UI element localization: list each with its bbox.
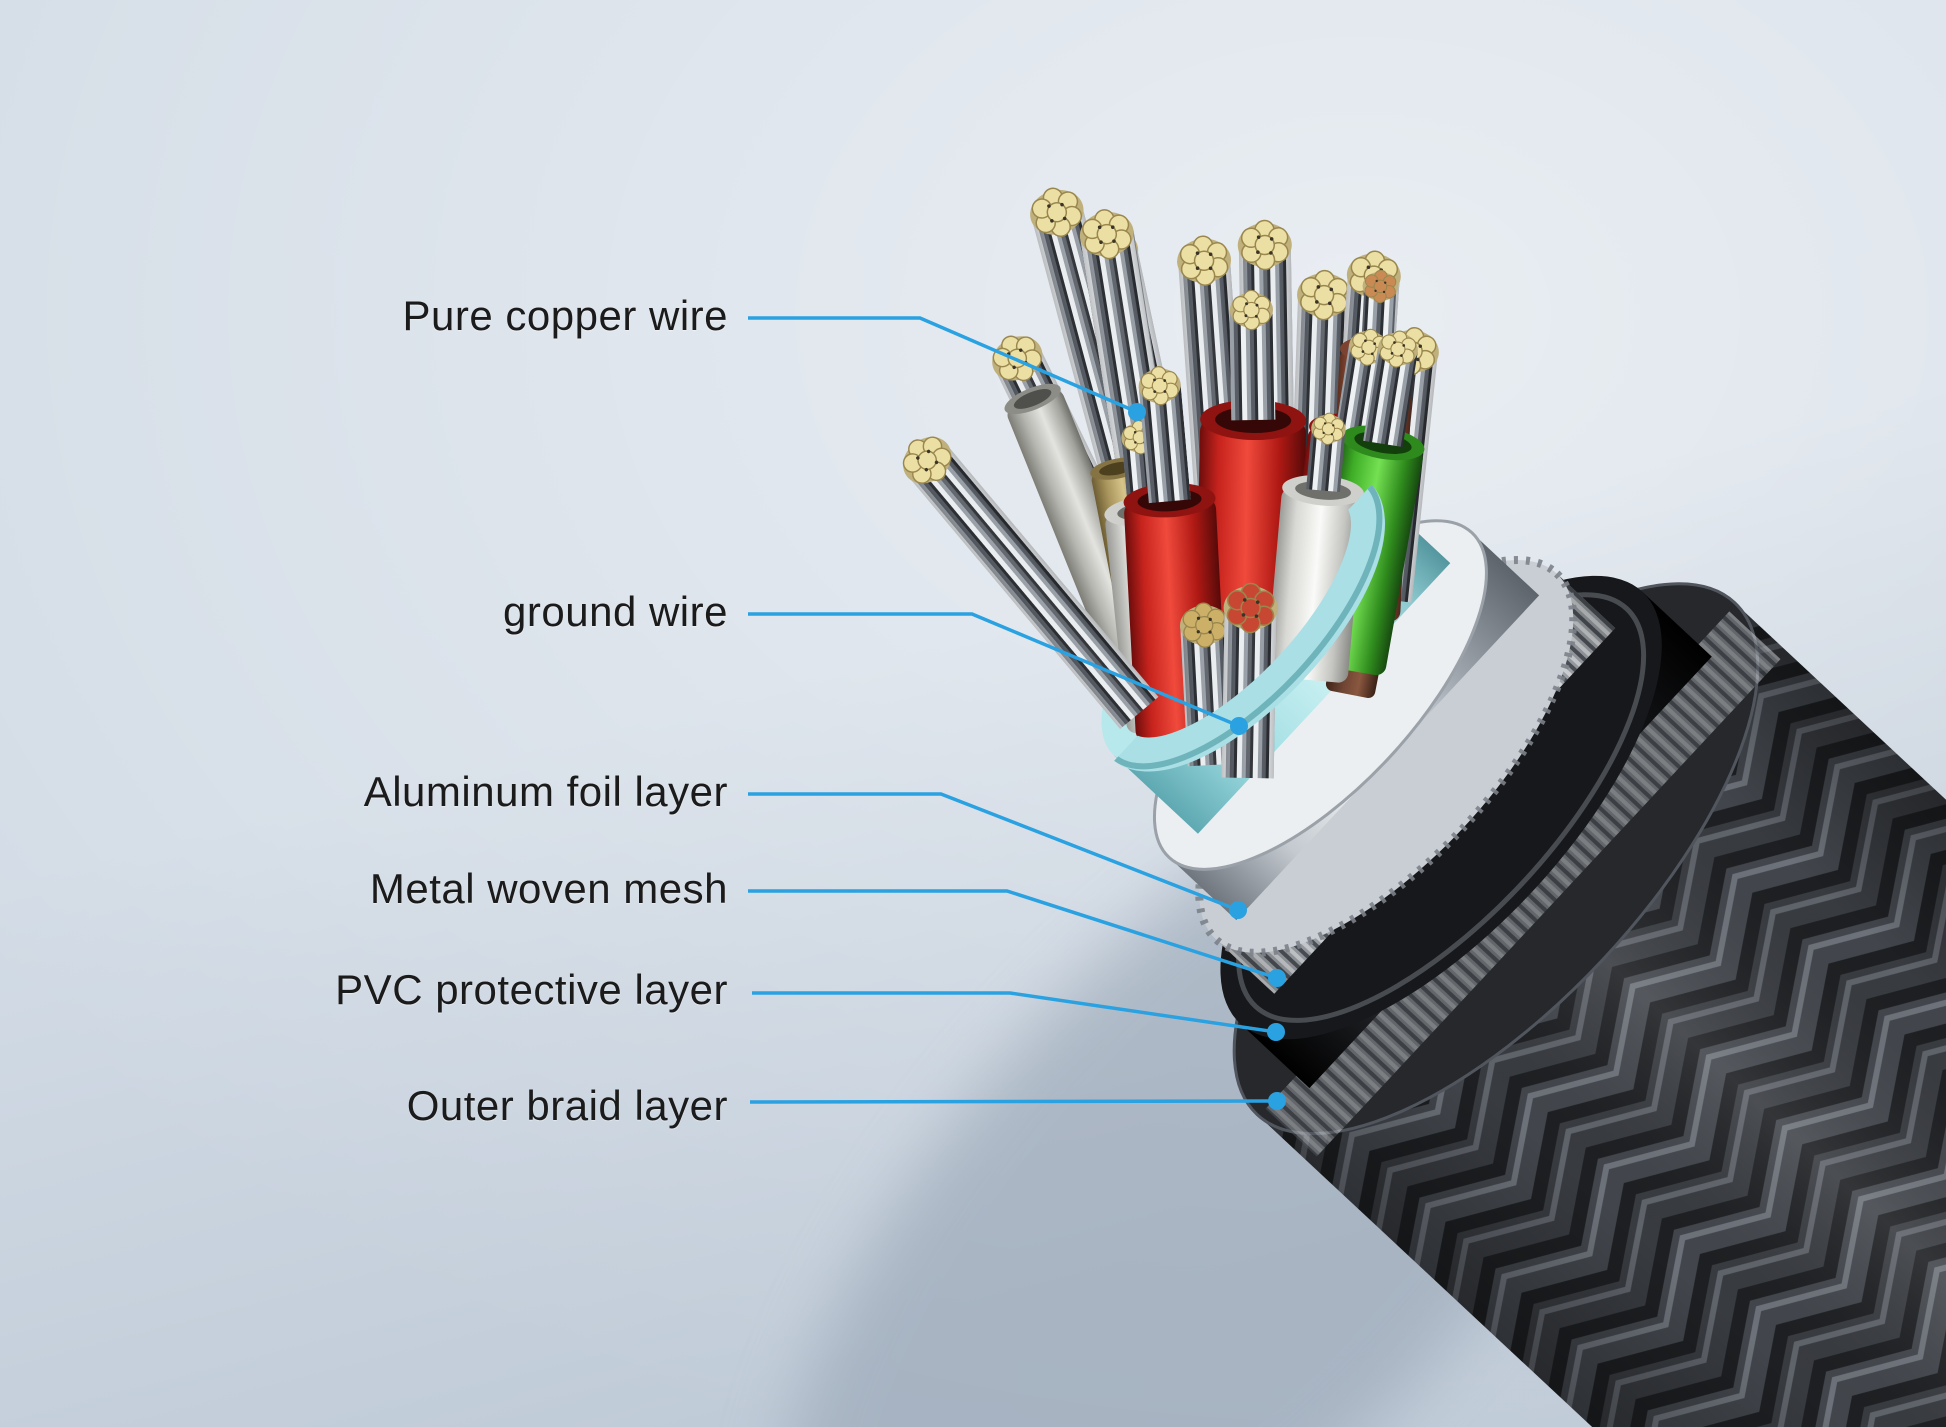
leader-dot-metal-woven-mesh bbox=[1268, 969, 1286, 987]
label-outer-braid-layer: Outer braid layer bbox=[406, 1082, 728, 1130]
copper-strand-bundle bbox=[891, 424, 1159, 730]
label-pvc-protective-layer: PVC protective layer bbox=[335, 966, 728, 1014]
leader-dot-pure-copper-wire bbox=[1128, 403, 1146, 421]
leader-line-ground-wire bbox=[748, 612, 1240, 728]
leader-dot-pvc-protective-layer bbox=[1267, 1023, 1285, 1041]
mesh-teeth bbox=[1195, 556, 1578, 957]
leader-lines bbox=[748, 316, 1278, 1104]
leader-dots bbox=[1128, 403, 1286, 1110]
leader-line-metal-woven-mesh bbox=[748, 889, 1278, 980]
leader-dot-ground-wire bbox=[1230, 717, 1248, 735]
label-aluminum-foil-layer: Aluminum foil layer bbox=[363, 768, 728, 816]
label-ground-wire: ground wire bbox=[503, 588, 728, 636]
leader-line-outer-braid-layer bbox=[749, 1099, 1278, 1104]
leader-line-pure-copper-wire bbox=[748, 316, 1138, 414]
leader-dot-outer-braid-layer bbox=[1268, 1092, 1286, 1110]
label-metal-woven-mesh: Metal woven mesh bbox=[369, 865, 728, 913]
label-pure-copper-wire: Pure copper wire bbox=[402, 292, 728, 340]
leader-line-aluminum-foil-layer bbox=[748, 792, 1239, 912]
leader-dot-aluminum-foil-layer bbox=[1229, 901, 1247, 919]
red-wire bbox=[1123, 364, 1228, 742]
leader-line-pvc-protective-layer bbox=[752, 991, 1277, 1034]
